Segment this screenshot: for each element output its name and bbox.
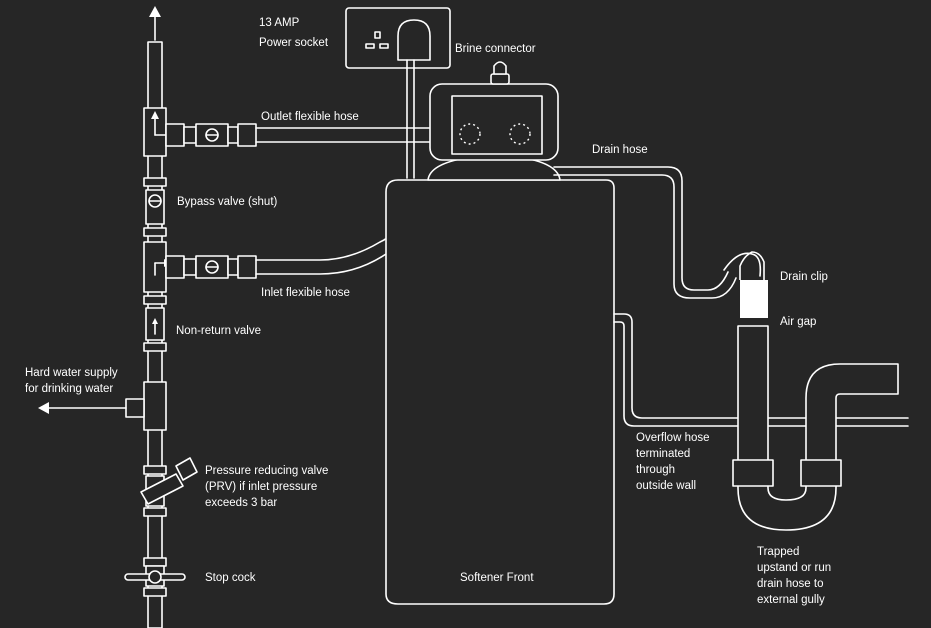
stop-cock — [124, 565, 186, 587]
label-brine-connector: Brine connector — [455, 43, 536, 55]
outlet-tee — [143, 107, 167, 157]
outlet-hose-assembly — [165, 123, 474, 147]
label-drain-hose: Drain hose — [592, 144, 648, 156]
label-power-socket-line1: 13 AMP — [259, 17, 300, 29]
label-trapped-line3: drain hose to — [757, 578, 824, 590]
label-softener-front: Softener Front — [460, 572, 534, 584]
label-bypass-valve: Bypass valve (shut) — [177, 196, 278, 208]
label-overflow-line3: through — [636, 464, 675, 476]
label-overflow-line1: Overflow hose — [636, 432, 710, 444]
label-hard-water-line1: Hard water supply — [25, 367, 118, 379]
pressure-reducing-valve — [140, 457, 198, 507]
label-outlet-hose: Outlet flexible hose — [261, 111, 359, 123]
label-stop-cock: Stop cock — [205, 572, 256, 584]
label-prv-line2: (PRV) if inlet pressure — [205, 481, 317, 493]
drain-clip — [723, 251, 768, 318]
control-head — [427, 83, 561, 181]
drain-trap — [732, 325, 899, 531]
non-return-valve — [145, 307, 165, 341]
label-overflow-line4: outside wall — [636, 480, 696, 492]
brine-connector — [490, 61, 510, 85]
label-trapped-line1: Trapped — [757, 546, 799, 558]
overflow-hose — [613, 313, 909, 427]
label-hard-water-line2: for drinking water — [25, 383, 113, 395]
label-non-return-valve: Non-return valve — [176, 325, 261, 337]
label-inlet-hose: Inlet flexible hose — [261, 287, 350, 299]
label-trapped-line4: external gully — [757, 594, 825, 606]
label-trapped-line2: upstand or run — [757, 562, 831, 574]
drain-hose — [553, 166, 737, 299]
label-drain-clip: Drain clip — [780, 271, 828, 283]
label-overflow-line2: terminated — [636, 448, 690, 460]
label-prv-line1: Pressure reducing valve — [205, 465, 328, 477]
power-socket — [345, 7, 451, 179]
softener-cabinet — [385, 179, 615, 605]
label-air-gap: Air gap — [780, 316, 816, 328]
bypass-valve — [145, 189, 165, 225]
hard-water-tee — [38, 381, 167, 431]
label-power-socket-line2: Power socket — [259, 37, 329, 49]
label-prv-line3: exceeds 3 bar — [205, 497, 277, 509]
